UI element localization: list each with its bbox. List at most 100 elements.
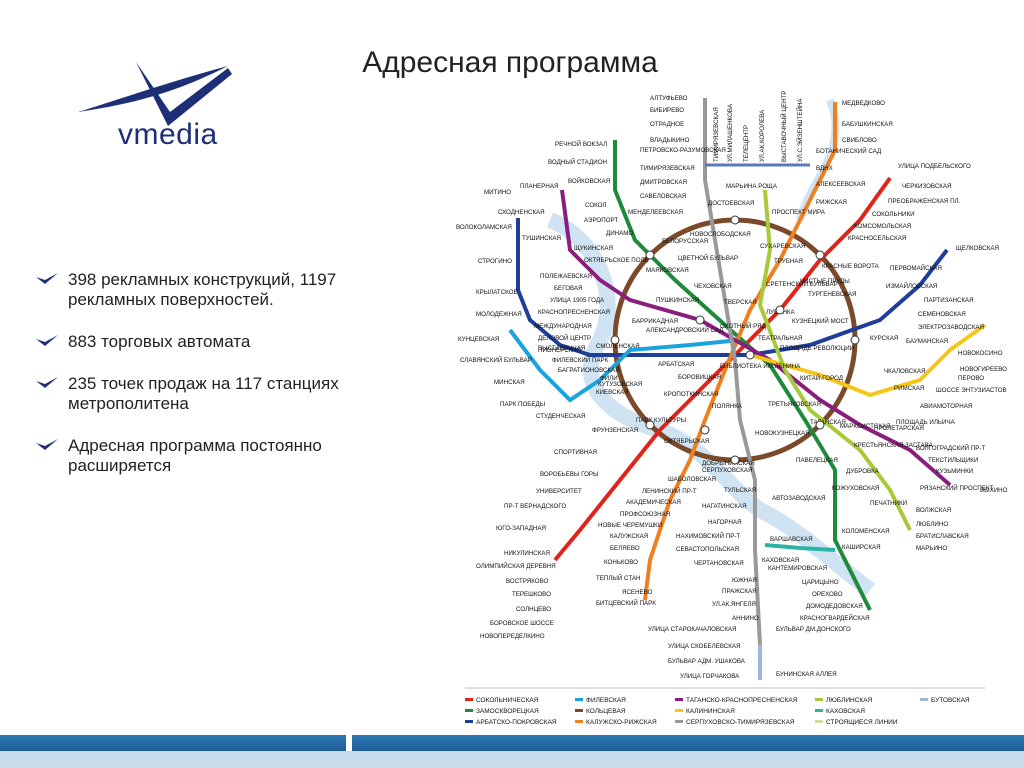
check-icon — [36, 273, 58, 284]
footer-strip — [0, 751, 1024, 768]
station-label: ЮГО-ЗАПАДНАЯ — [496, 525, 546, 532]
station-label: ВЫХИНО — [980, 487, 1008, 494]
station-label: НОВОГИРЕЕВО — [960, 366, 1007, 373]
station-label: УЛИЦА ГОРЧАКОВА — [680, 673, 740, 680]
bullet-item: 883 торговых автомата — [36, 332, 396, 352]
station-label: ДИНАМО — [606, 230, 633, 237]
station-label: НАХИМОВСКИЙ ПР-Т — [676, 532, 740, 540]
station-label: БИБЛИОТЕКА ИМ.ЛЕНИНА — [720, 363, 801, 370]
station-label: ПЕРВОМАЙСКАЯ — [890, 264, 942, 272]
station-label: БЕГОВАЯ — [554, 285, 583, 292]
station-label: АВТОЗАВОДСКАЯ — [772, 495, 825, 502]
station-label: СУХАРЕВСКАЯ — [760, 243, 805, 250]
station-label: ПЕТРОВСКО-РАЗУМОВСКАЯ — [640, 147, 726, 154]
station-label: ВОДНЫЙ СТАДИОН — [548, 158, 607, 166]
legend-label: ЛЮБЛИНСКАЯ — [826, 697, 873, 704]
legend-label: ЗАМОСКВОРЕЦКАЯ — [476, 708, 539, 715]
legend-label: КАХОВСКАЯ — [826, 708, 865, 715]
station-label: КУЗНЕЦКИЙ МОСТ — [792, 317, 849, 325]
bullet-item: 235 точек продаж на 117 станциях метропо… — [36, 374, 396, 414]
station-label: БУНИНСКАЯ АЛЛЕЯ — [776, 671, 837, 678]
station-label: ОКТЯБРЬСКАЯ — [664, 438, 709, 445]
station-label: НИКУЛИНСКАЯ — [504, 550, 550, 557]
station-label: БЕЛЯЕВО — [610, 545, 640, 552]
station-label: СОКОЛ — [585, 202, 606, 209]
station-label: ПЕЧАТНИКИ — [870, 500, 907, 507]
station-label: АРБАТСКАЯ — [658, 361, 694, 368]
station-label: УЛ.АК.ЯНГЕЛЯ — [712, 601, 756, 608]
station-label: ЦВЕТНОЙ БУЛЬВАР — [678, 254, 738, 262]
station-label: КРАСНОГВАРДЕЙСКАЯ — [800, 614, 870, 622]
station-label: НОВОКУЗНЕЦКАЯ — [755, 430, 810, 437]
logo-text: vmedia — [118, 118, 218, 151]
station-label: НОВОКОСИНО — [958, 350, 1003, 357]
legend-label: КОЛЬЦЕВАЯ — [586, 708, 626, 715]
bullet-text: Адресная программа постоянно расширяется — [68, 436, 322, 475]
station-label: ЩЕЛКОВСКАЯ — [956, 245, 999, 252]
station-label: ТИМИРЯЗЕВСКАЯ — [640, 165, 695, 172]
station-label: БОРОВИЦКАЯ — [678, 374, 721, 381]
bullet-item: 398 рекламных конструкций, 1197 рекламны… — [36, 270, 396, 310]
station-label: КОЖУХОВСКАЯ — [832, 485, 879, 492]
station-label: СТУДЕНЧЕСКАЯ — [536, 413, 585, 420]
station-label: ДОБРЫНИНСКАЯ — [702, 460, 755, 467]
station-label: НАГАТИНСКАЯ — [702, 503, 747, 510]
station-label: ДОСТОЕВСКАЯ — [708, 200, 754, 207]
station-label: ЮЖНАЯ — [732, 577, 757, 584]
station-label: УНИВЕРСИТЕТ — [536, 488, 582, 495]
station-label: ЛЕНИНСКИЙ ПР-Т — [642, 487, 697, 495]
station-label: БОРОВСКОЕ ШОССЕ — [490, 620, 554, 627]
station-label: ОКТЯБРЬСКОЕ ПОЛЕ — [584, 257, 649, 264]
station-label: ТУЛЬСКАЯ — [724, 487, 756, 494]
station-label: ЭЛЕКТРОЗАВОДСКАЯ — [918, 324, 984, 331]
station-label: СОКОЛЬНИКИ — [872, 211, 915, 218]
station-label: СЕРПУХОВСКАЯ — [702, 467, 752, 474]
legend-label: КАЛУЖСКО-РИЖСКАЯ — [586, 719, 657, 726]
station-label: ФИЛЕВСКИЙ ПАРК — [552, 356, 609, 364]
station-label: СЕМЕНОВСКАЯ — [918, 311, 966, 318]
legend-label: СОКОЛЬНИЧЕСКАЯ — [476, 697, 539, 704]
station-label: ТРУБНАЯ — [774, 258, 803, 265]
legend-label: АРБАТСКО-ПОКРОВСКАЯ — [476, 719, 557, 726]
station-label: ПР-Т ВЕРНАДСКОГО — [504, 503, 566, 510]
station-label: ПОЛЕЖАЕВСКАЯ — [540, 273, 592, 280]
station-label: ТЕЛЕЦЕНТР — [743, 125, 750, 162]
station-label: УЛИЦА 1905 ГОДА — [550, 297, 605, 304]
station-label: БИБИРЕВО — [650, 107, 684, 114]
station-label: АЛЕКСЕЕВСКАЯ — [816, 181, 865, 188]
station-label: КОЛОМЕНСКАЯ — [842, 528, 890, 535]
station-label: МАЯКОВСКАЯ — [646, 267, 689, 274]
station-label: СРЕТЕНСКИЙ БУЛЬВАР — [766, 280, 838, 288]
station-label: КАЛУЖСКАЯ — [610, 533, 648, 540]
station-label: СЕВАСТОПОЛЬСКАЯ — [676, 546, 739, 553]
station-label: УЛИЦА СТАРОКАЧАЛОВСКАЯ — [648, 626, 737, 633]
station-label: ДЕЛОВОЙ ЦЕНТР — [538, 334, 591, 342]
station-label: НОВЫЕ ЧЕРЕМУШКИ — [598, 522, 662, 529]
station-label: ЯСЕНЕВО — [622, 589, 653, 596]
station-label: ТИМИРЯЗЕВСКАЯ — [713, 107, 720, 162]
station-label: МАРЬИНА РОЩА — [726, 183, 778, 190]
station-label: ОРЕХОВО — [812, 591, 843, 598]
station-label: ВОЛЖСКАЯ — [916, 507, 951, 514]
legend-label: КАЛИНИНСКАЯ — [686, 708, 735, 715]
station-label: БУЛЬВАР ДМ.ДОНСКОГО — [776, 626, 851, 633]
station-label: ЧЕРКИЗОВСКАЯ — [902, 183, 952, 190]
station-label: ТУРГЕНЕВСКАЯ — [808, 291, 857, 298]
station-label: ВЫСТАВОЧНЫЙ ЦЕНТР — [780, 91, 788, 162]
footer-bar — [0, 735, 346, 751]
station-label: БАУМАНСКАЯ — [906, 338, 948, 345]
station-label: ЧЕРТАНОВСКАЯ — [694, 560, 744, 567]
station-label: КУТУЗОВСКАЯ — [598, 381, 642, 388]
station-label: ВДНХ — [816, 165, 833, 172]
bullet-list: 398 рекламных конструкций, 1197 рекламны… — [36, 270, 396, 498]
station-label: КРАСНОСЕЛЬСКАЯ — [848, 235, 906, 242]
station-label: СХОДНЕНСКАЯ — [498, 209, 545, 216]
station-label: ПУШКИНСКАЯ — [656, 297, 699, 304]
station-label: КРОПОТКИНСКАЯ — [664, 391, 719, 398]
check-icon — [36, 439, 58, 450]
station-label: ШОССЕ ЭНТУЗИАСТОВ — [936, 387, 1007, 394]
station-label: АЛТУФЬЕВО — [650, 95, 688, 102]
station-label: ВЛАДЫКИНО — [650, 137, 690, 144]
station-label: ПИОНЕРСКАЯ — [538, 347, 581, 354]
legend-label: СЕРПУХОВСКО-ТИМИРЯЗЕВСКАЯ — [686, 719, 795, 726]
